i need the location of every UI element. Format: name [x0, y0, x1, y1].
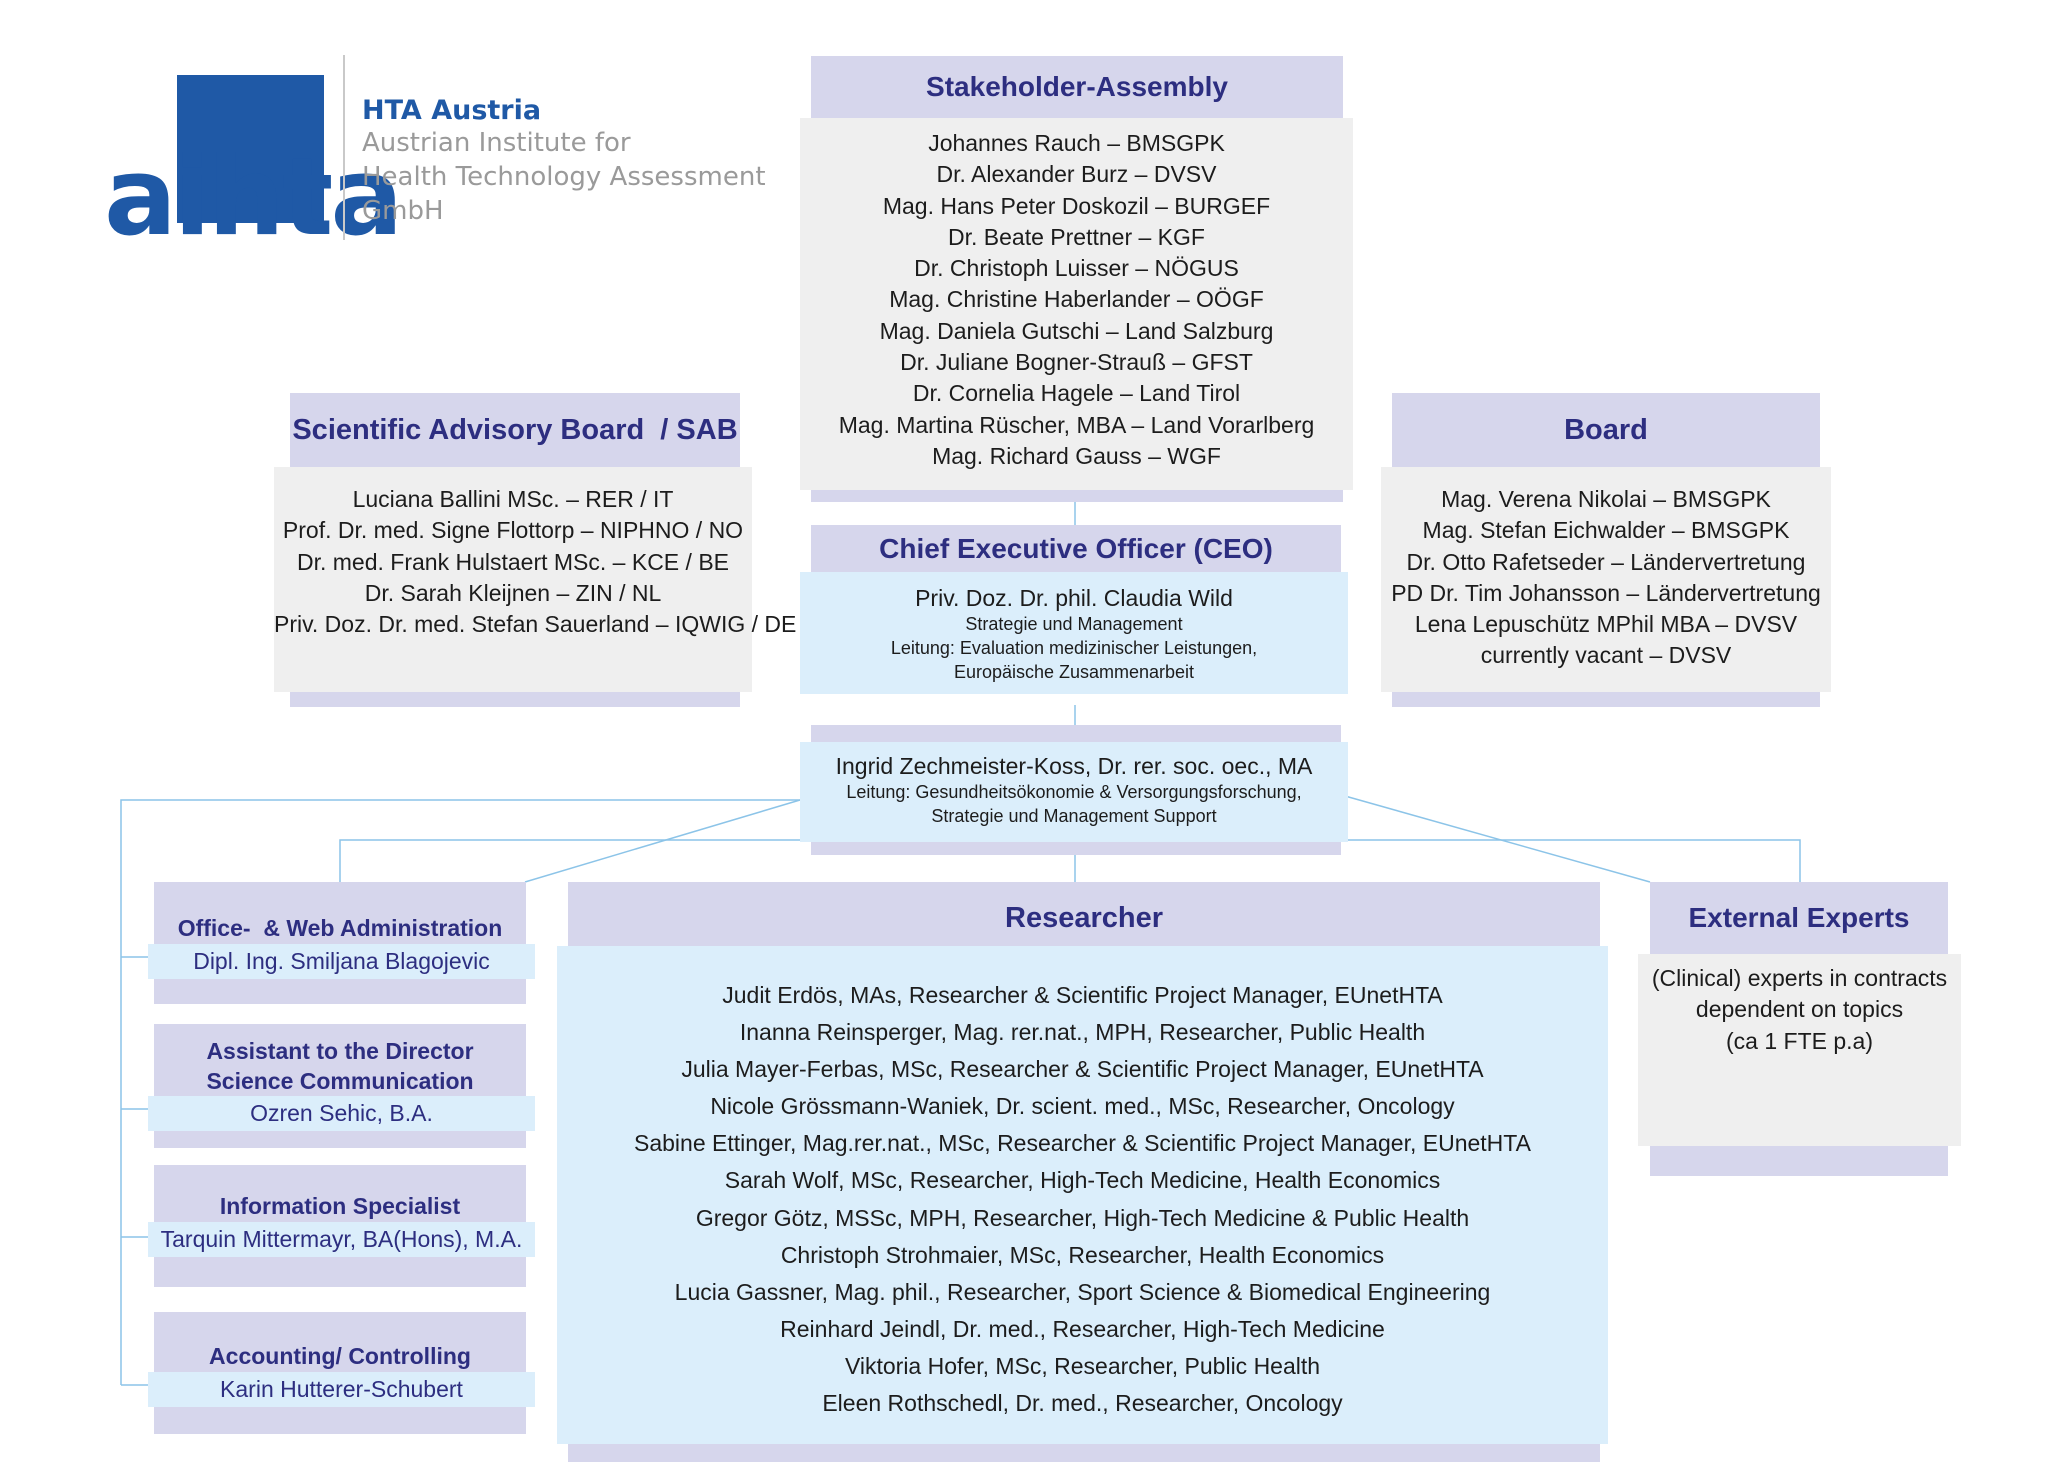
sab-member: Prof. Dr. med. Signe Flottorp – NIPHNO /…	[282, 517, 744, 544]
stakeholder-member: Dr. Alexander Burz – DVSV	[936, 161, 1217, 188]
deputy-line2: Strategie und Management Support	[931, 806, 1217, 826]
ceo-line1: Strategie und Management	[965, 614, 1183, 634]
researcher-member: Inanna Reinsperger, Mag. rer.nat., MPH, …	[739, 1019, 1426, 1046]
researcher-header: Researcher	[568, 882, 1600, 946]
stakeholder-assembly-title: Stakeholder-Assembly	[926, 71, 1228, 102]
researcher-member: Eleen Rothschedl, Dr. med., Researcher, …	[822, 1390, 1343, 1417]
external-line1: (Clinical) experts in contracts	[1651, 965, 1948, 991]
external-line2: dependent on topics	[1695, 996, 1904, 1023]
board-member: PD Dr. Tim Johansson – Ländervertretung	[1391, 579, 1821, 606]
external-body: (Clinical) experts in contracts dependen…	[1638, 954, 1961, 1146]
sab-member: Dr. Sarah Kleijnen – ZIN / NL	[364, 579, 662, 606]
assistant-name: Ozren Sehic, B.A.	[148, 1096, 535, 1131]
sab-body: Luciana Ballini MSc. – RER / IT Prof. Dr…	[274, 467, 797, 692]
sab-title: Scientific Advisory Board / SAB	[292, 413, 738, 446]
logo-divider	[343, 55, 345, 240]
researcher-member: Christoph Strohmaier, MSc, Researcher, H…	[780, 1241, 1385, 1268]
info-specialist-name: Tarquin Mittermayr, BA(Hons), M.A.	[148, 1222, 535, 1257]
stakeholder-member: Dr. Juliane Bogner-Strauß – GFST	[900, 349, 1253, 376]
ceo-body: Priv. Doz. Dr. phil. Claudia Wild Strate…	[800, 572, 1348, 694]
accounting-name: Karin Hutterer-Schubert	[148, 1372, 535, 1407]
board-member: currently vacant – DVSV	[1480, 642, 1732, 669]
logo-org-short: HTA Austria	[362, 95, 542, 126]
assistant-title-2: Science Communication	[206, 1067, 474, 1094]
external-shadow	[1650, 1145, 1948, 1176]
external-title: External Experts	[1688, 902, 1910, 933]
board-member: Lena Lepuschütz MPhil MBA – DVSV	[1414, 611, 1798, 638]
board-member: Mag. Verena Nikolai – BMSGPK	[1441, 486, 1771, 512]
researcher-member: Sabine Ettinger, Mag.rer.nat., MSc, Rese…	[634, 1130, 1531, 1157]
assistant-title-1: Assistant to the Director	[206, 1037, 474, 1064]
ceo-name: Priv. Doz. Dr. phil. Claudia Wild	[915, 585, 1233, 611]
sab-member: Priv. Doz. Dr. med. Stefan Sauerland – I…	[274, 611, 797, 638]
sab-header: Scientific Advisory Board / SAB	[290, 393, 740, 467]
connector-diag-left	[524, 799, 801, 883]
board-body: Mag. Verena Nikolai – BMSGPK Mag. Stefan…	[1381, 467, 1831, 692]
stakeholder-member: Mag. Daniela Gutschi – Land Salzburg	[879, 317, 1274, 344]
stakeholder-member: Mag. Christine Haberlander – OÖGF	[889, 286, 1264, 313]
stakeholder-member: Dr. Christoph Luisser – NÖGUS	[914, 255, 1239, 282]
researcher-shadow	[568, 1440, 1600, 1462]
stakeholder-member: Mag. Hans Peter Doskozil – BURGEF	[882, 192, 1271, 219]
board-member: Dr. Otto Rafetseder – Ländervertretung	[1406, 548, 1806, 575]
stakeholder-assembly-header: Stakeholder-Assembly	[811, 56, 1343, 118]
stakeholder-member: Dr. Beate Prettner – KGF	[948, 223, 1205, 250]
logo-org-line2: Health Technology Assessment	[362, 162, 766, 192]
logo-org-line1: Austrian Institute for	[362, 128, 631, 158]
ceo-line3: Europäische Zusammenarbeit	[953, 662, 1195, 682]
accounting-title: Accounting/ Controlling	[209, 1342, 471, 1369]
sab-member: Luciana Ballini MSc. – RER / IT	[352, 486, 674, 512]
researcher-member: Lucia Gassner, Mag. phil., Researcher, S…	[674, 1278, 1491, 1305]
ceo-header: Chief Executive Officer (CEO)	[811, 525, 1341, 572]
researcher-title: Researcher	[1005, 901, 1163, 934]
ceo-title: Chief Executive Officer (CEO)	[879, 532, 1273, 564]
sab-shadow	[290, 690, 740, 707]
connector-diag-right	[1344, 795, 1651, 883]
researcher-member: Reinhard Jeindl, Dr. med., Researcher, H…	[780, 1315, 1385, 1342]
stakeholder-member: Mag. Martina Rüscher, MBA – Land Vorarlb…	[838, 411, 1315, 438]
external-header: External Experts	[1650, 882, 1948, 954]
researcher-body: Judit Erdös, MAs, Researcher & Scientifi…	[557, 946, 1608, 1444]
deputy-body: Ingrid Zechmeister-Koss, Dr. rer. soc. o…	[800, 742, 1348, 842]
stakeholder-member: Mag. Richard Gauss – WGF	[932, 442, 1221, 469]
stakeholder-member: Johannes Rauch – BMSGPK	[928, 130, 1225, 156]
stakeholder-assembly-body: Johannes Rauch – BMSGPK Dr. Alexander Bu…	[800, 118, 1353, 490]
sab-member: Dr. med. Frank Hulstaert MSc. – KCE / BE	[296, 548, 729, 575]
researcher-member: Julia Mayer-Ferbas, MSc, Researcher & Sc…	[681, 1056, 1484, 1083]
board-member: Mag. Stefan Eichwalder – BMSGPK	[1422, 517, 1790, 544]
connector-left-trunk	[120, 799, 800, 1385]
deputy-name: Ingrid Zechmeister-Koss, Dr. rer. soc. o…	[835, 753, 1313, 779]
researcher-member: Nicole Grössmann-Waniek, Dr. scient. med…	[710, 1093, 1455, 1120]
office-box	[154, 882, 526, 1004]
researcher-member: Judit Erdös, MAs, Researcher & Scientifi…	[722, 982, 1443, 1008]
board-shadow	[1392, 690, 1820, 707]
external-line3: (ca 1 FTE p.a)	[1726, 1027, 1873, 1054]
researcher-member: Viktoria Hofer, MSc, Researcher, Public …	[844, 1352, 1321, 1379]
logo-wordmark: aihta	[104, 135, 403, 260]
researcher-member: Gregor Götz, MSSc, MPH, Researcher, High…	[695, 1204, 1470, 1231]
logo: aihta HTA Austria Austrian Institute for…	[100, 55, 766, 260]
stakeholder-member: Dr. Cornelia Hagele – Land Tirol	[912, 380, 1241, 407]
logo-org-line3: GmbH	[362, 196, 444, 226]
ceo-line2: Leitung: Evaluation medizinischer Leistu…	[890, 638, 1258, 658]
office-title: Office- & Web Administration	[177, 914, 503, 941]
logo-square	[177, 75, 324, 223]
board-title: Board	[1564, 413, 1648, 446]
info-specialist-title: Information Specialist	[219, 1192, 461, 1219]
deputy-line1: Leitung: Gesundheitsökonomie & Versorgun…	[846, 782, 1302, 802]
researcher-member: Sarah Wolf, MSc, Researcher, High-Tech M…	[724, 1167, 1441, 1194]
board-header: Board	[1392, 393, 1820, 467]
office-name: Dipl. Ing. Smiljana Blagojevic	[148, 944, 535, 979]
